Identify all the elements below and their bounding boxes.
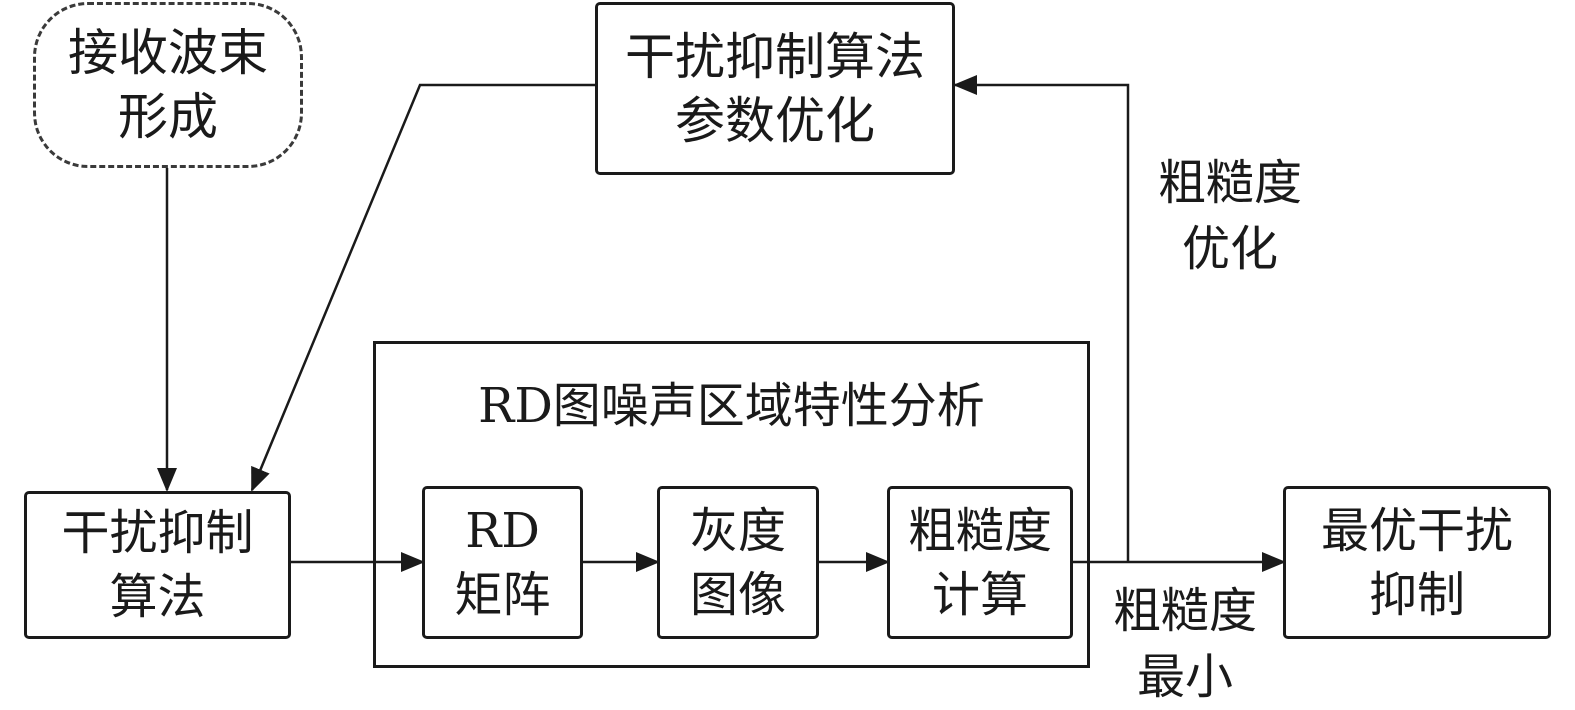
arrow-roughness-feedback-to-optimization	[953, 75, 1130, 562]
node-label-line: 干扰抑制算法	[625, 27, 925, 86]
edge-label-roughness-min: 粗糙度 最小	[1095, 578, 1275, 710]
node-label-line: 矩阵	[454, 566, 551, 623]
node-label-line: RD	[465, 502, 540, 559]
node-label-line: 计算	[931, 566, 1028, 623]
node-label-line: 抑制	[1368, 566, 1465, 623]
node-label-line: 最优干扰	[1320, 502, 1513, 559]
node-label-line: 灰度	[689, 502, 786, 559]
edge-label-roughness-optimization: 粗糙度 优化	[1140, 150, 1320, 282]
node-label-line: 形成	[118, 88, 218, 146]
param-optimization-node: 干扰抑制算法 参数优化	[595, 2, 955, 175]
arrow-optimization-to-algorithm	[250, 83, 597, 492]
optimal-suppression-node: 最优干扰 抑制	[1283, 486, 1551, 639]
edge-label-line: 优化	[1181, 221, 1278, 277]
edge-label-line: 最小	[1136, 649, 1233, 705]
rd-matrix-node: RD 矩阵	[422, 486, 583, 639]
node-label-line: 干扰抑制	[61, 505, 254, 561]
node-label-line: 接收波束	[68, 24, 268, 82]
edge-label-line: 粗糙度	[1157, 155, 1302, 211]
node-label-line: 粗糙度	[907, 502, 1052, 559]
edge-label-line: 粗糙度	[1112, 583, 1257, 639]
receive-beamforming-node: 接收波束 形成	[33, 2, 303, 168]
rd-noise-analysis-container: RD图噪声区域特性分析	[373, 341, 1090, 668]
roughness-calc-node: 粗糙度 计算	[887, 486, 1073, 639]
gray-image-node: 灰度 图像	[657, 486, 819, 639]
node-label-line: 参数优化	[675, 91, 875, 150]
node-label-line: 算法	[109, 569, 206, 625]
container-title: RD图噪声区域特性分析	[478, 378, 985, 434]
node-label-line: 图像	[689, 566, 786, 623]
suppression-algorithm-node: 干扰抑制 算法	[24, 491, 291, 639]
